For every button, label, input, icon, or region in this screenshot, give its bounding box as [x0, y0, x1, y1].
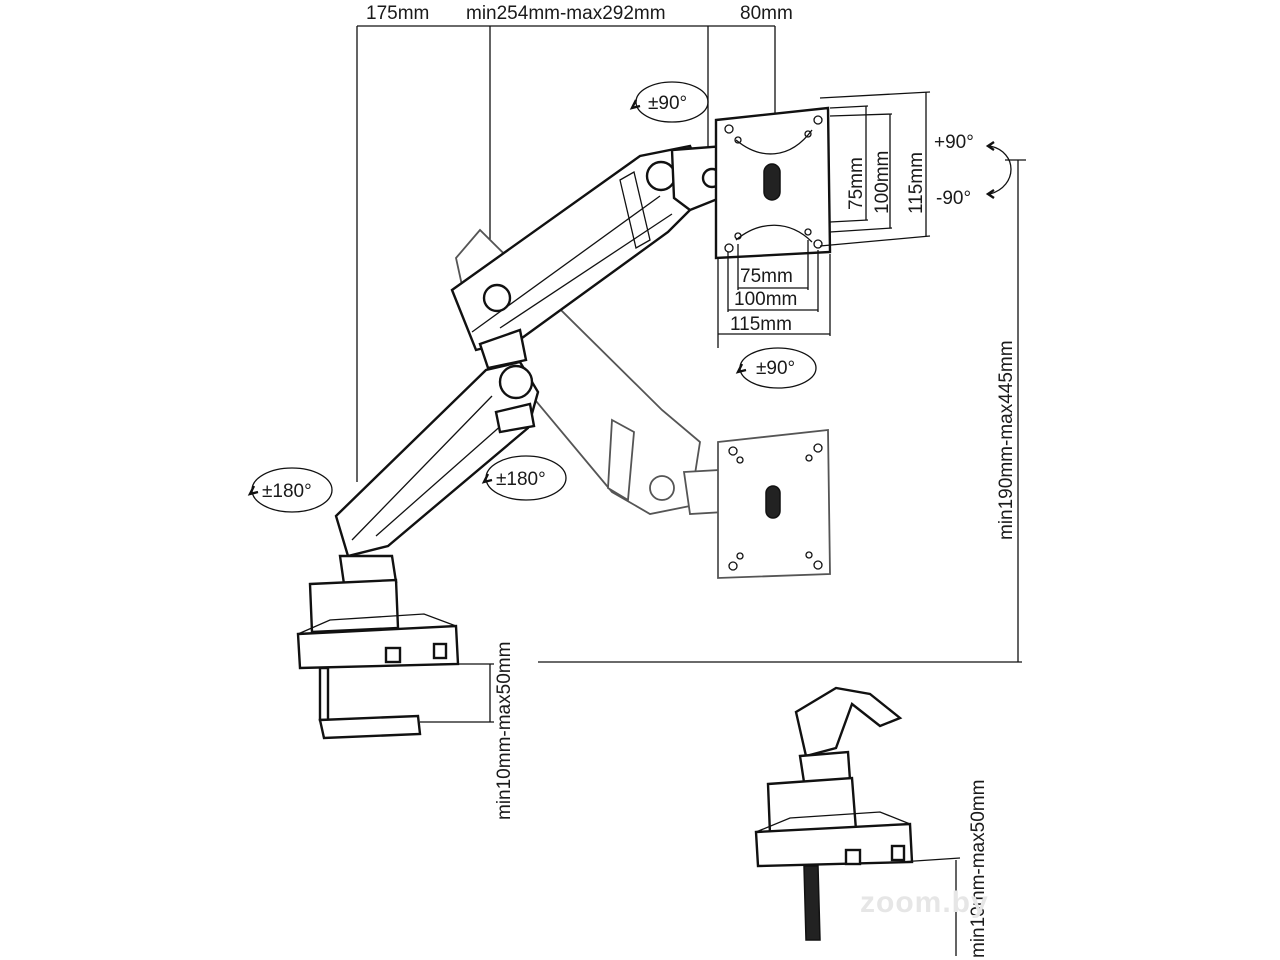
rotation-plate: [985, 141, 1012, 199]
arm-lower-segment: [334, 360, 540, 558]
rotation-tilt-top: [629, 81, 709, 123]
dim-desk-thickness-grommet: min10mm-max50mm: [968, 780, 989, 958]
dim-vesa-v-75: 75mm: [846, 157, 867, 210]
ghost-plate-logo: [765, 485, 781, 519]
rot-rotate-plus: +90°: [934, 132, 974, 153]
vesa-plate: [714, 106, 832, 260]
clamp-base-main: [296, 554, 460, 740]
dim-vesa-v-115: 115mm: [906, 152, 927, 214]
dim-height-range: min190mm-max445mm: [996, 340, 1017, 540]
rotation-base-swivel: [247, 467, 333, 513]
dim-arm-base-offset: 175mm: [366, 3, 429, 24]
vesa-plate-logo: [763, 163, 781, 201]
top-dimension-lines: [356, 25, 776, 482]
rotation-swivel-plate: [735, 347, 817, 389]
dim-vesa-h-115: 115mm: [730, 314, 792, 335]
desk-dimension-grommet: [899, 857, 961, 956]
watermark-text: zoom.by: [860, 886, 989, 919]
grommet-base: [754, 686, 914, 941]
dim-vesa-h-100: 100mm: [734, 289, 797, 310]
rot-elbow-swivel: ±180°: [496, 469, 546, 490]
dim-vesa-v-100: 100mm: [872, 151, 893, 214]
dim-arm-reach: min254mm-max292mm: [466, 3, 666, 24]
ghost-plate-holes: [728, 443, 823, 571]
rot-swivel-plate: ±90°: [756, 358, 795, 379]
dim-plate-offset: 80mm: [740, 3, 793, 24]
vesa-horizontal-dimensions: [717, 240, 831, 348]
desk-dimension-main: [420, 663, 494, 723]
rot-base-swivel: ±180°: [262, 481, 312, 502]
rot-tilt-top: ±90°: [648, 93, 687, 114]
rot-rotate-minus: -90°: [936, 188, 971, 209]
rotation-elbow-swivel: [481, 455, 567, 501]
dim-desk-thickness-main: min10mm-max50mm: [494, 642, 515, 820]
dim-vesa-h-75: 75mm: [740, 266, 793, 287]
vesa-vertical-dimensions: [819, 91, 931, 247]
